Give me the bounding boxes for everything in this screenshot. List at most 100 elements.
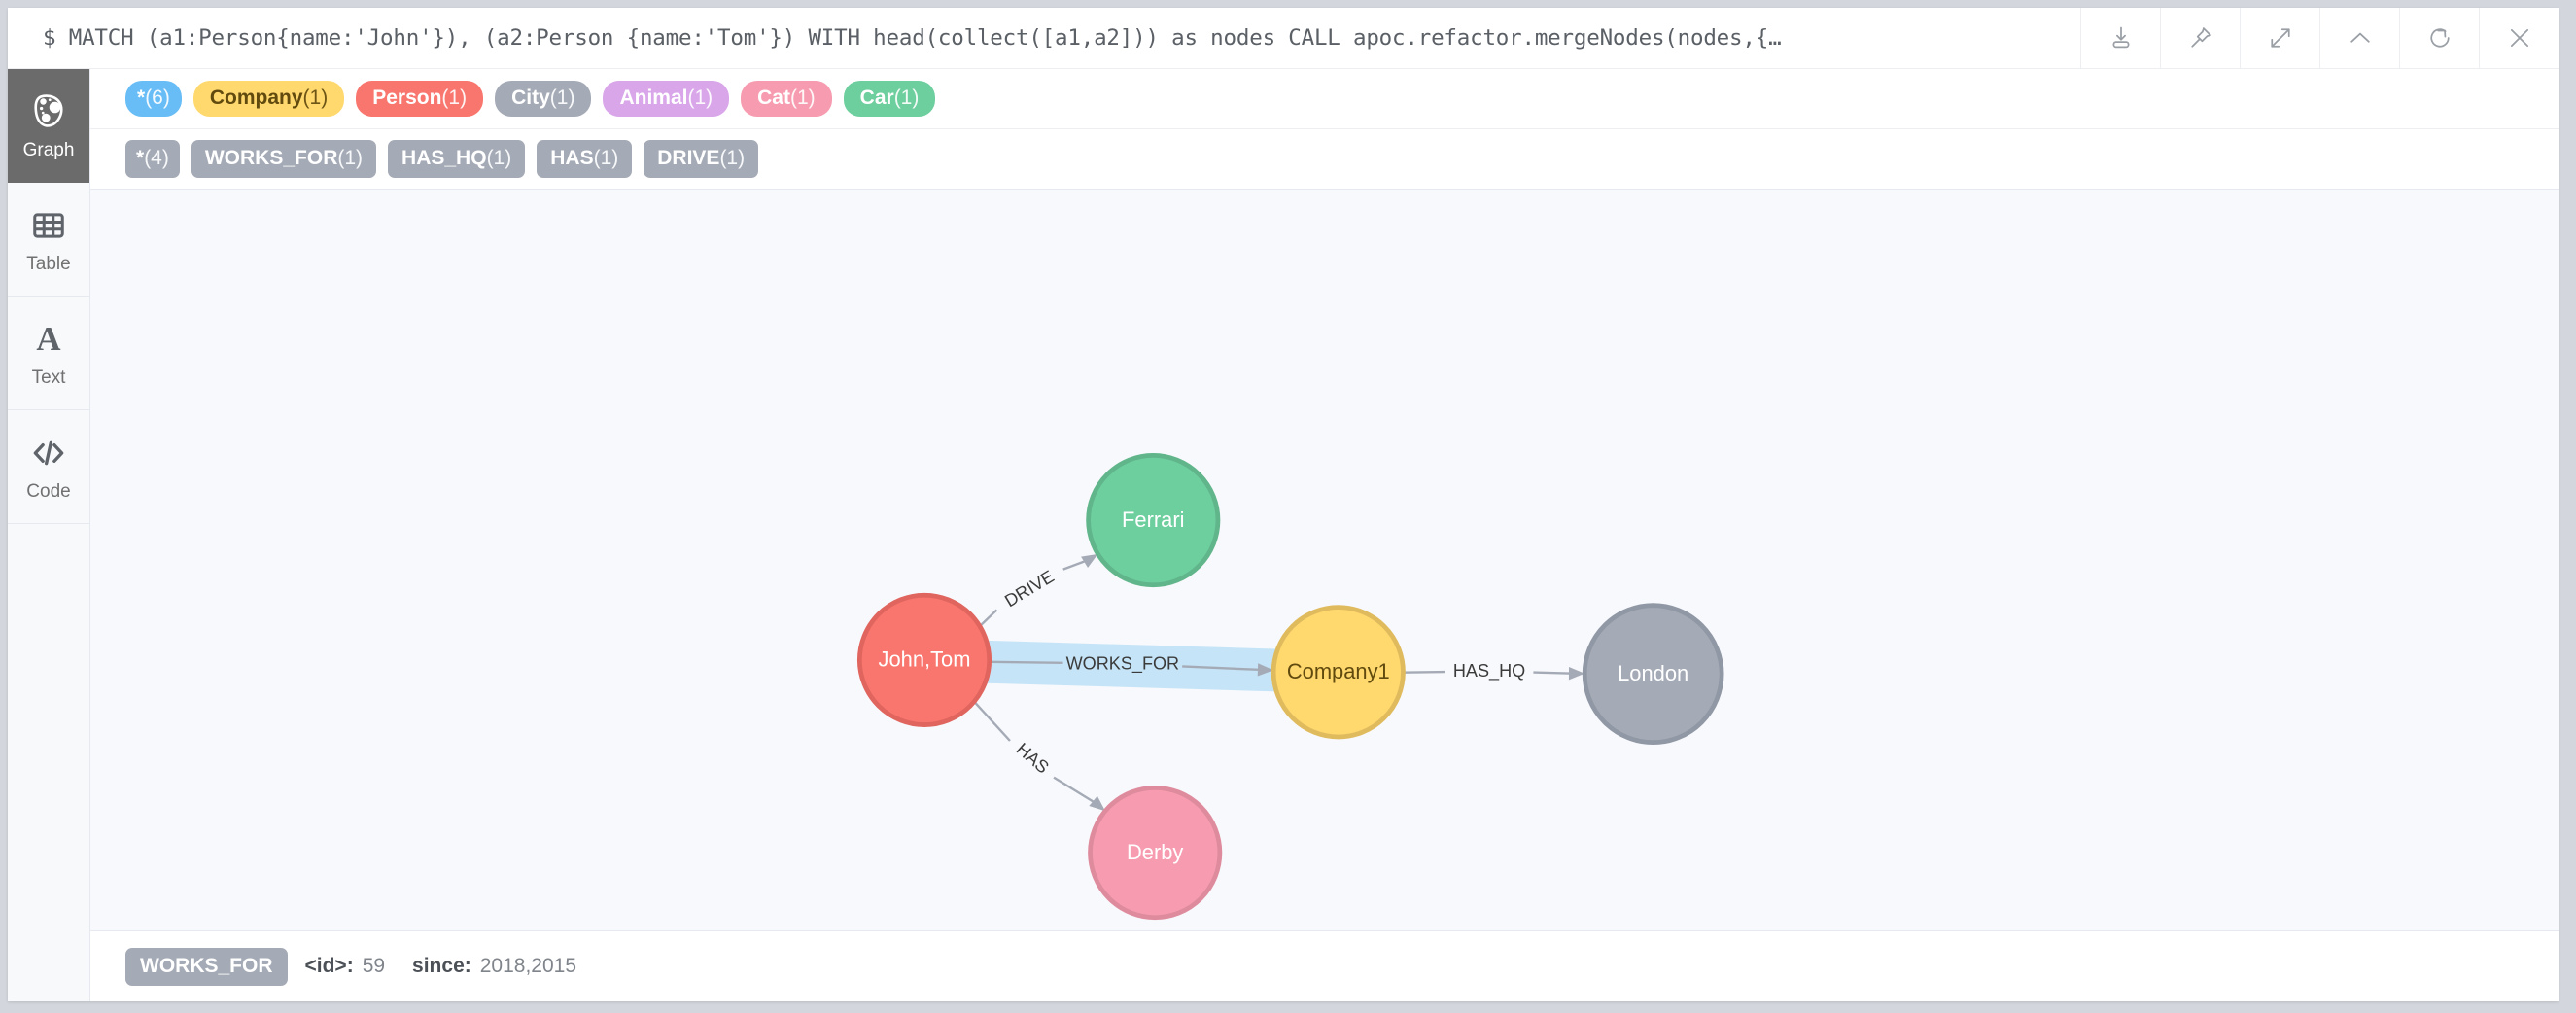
legend-pill-has-hq[interactable]: HAS_HQ(1) (388, 139, 526, 178)
pill-count: (1) (337, 146, 364, 169)
query-string: MATCH (a1:Person{name:'John'}), (a2:Pers… (68, 25, 1782, 51)
inspector-type-pill[interactable]: WORKS_FOR (125, 947, 288, 986)
pill-name: DRIVE (657, 146, 720, 169)
inspector-bar: WORKS_FOR <id>: 59 since: 2018,2015 (90, 930, 2559, 1001)
legend-pill-all-nodes[interactable]: *(6) (125, 80, 182, 117)
pill-count: (1) (549, 86, 575, 109)
inspector-prop-key: since: (412, 955, 471, 977)
pill-name: City (511, 86, 550, 109)
relationship-arrowhead (1568, 666, 1585, 681)
pill-count: (1) (302, 86, 329, 109)
graph-icon (29, 91, 68, 132)
pill-count: (1) (593, 146, 619, 169)
relationship-label[interactable]: WORKS_FOR (1066, 653, 1180, 674)
pill-name: Company (209, 86, 303, 109)
view-sidebar: Graph Table A (8, 69, 90, 1001)
graph-node[interactable]: John,Tom (856, 592, 992, 727)
legend-pill-has[interactable]: HAS(1) (537, 139, 633, 178)
relationship-type-legend: *(4) WORKS_FOR(1) HAS_HQ(1) HAS(1) DRIVE… (90, 128, 2559, 190)
sidebar-item-label: Table (26, 254, 71, 274)
download-icon[interactable] (2080, 8, 2160, 68)
legend-pill-person[interactable]: Person(1) (356, 80, 484, 117)
node-circle[interactable] (1271, 605, 1406, 740)
pill-count: (1) (893, 86, 920, 109)
node-label-legend: *(6) Company(1) Person(1) City(1) Animal… (90, 69, 2559, 129)
legend-pill-city[interactable]: City(1) (495, 80, 592, 117)
sidebar-item-label: Graph (22, 140, 75, 160)
neo4j-result-frame: $ MATCH (a1:Person{name:'John'}), (a2:Pe… (8, 8, 2559, 1001)
legend-pill-cat[interactable]: Cat(1) (741, 80, 832, 117)
node-circle[interactable] (1088, 785, 1223, 921)
sidebar-item-label: Code (26, 481, 71, 502)
code-icon (29, 433, 68, 473)
node-circle[interactable] (1582, 603, 1724, 746)
close-icon[interactable] (2479, 8, 2559, 68)
pill-name: Person (372, 86, 442, 109)
relationship-line[interactable] (1062, 559, 1089, 571)
relationship-arrowhead (1257, 663, 1274, 677)
relationship-arrowhead (1089, 795, 1106, 812)
pill-count: (1) (486, 146, 512, 169)
legend-pill-animal[interactable]: Animal(1) (603, 80, 730, 117)
relationship-label[interactable]: HAS_HQ (1453, 661, 1525, 681)
inspector-prop-value: 2018,2015 (479, 955, 577, 977)
graph-view: *(6) Company(1) Person(1) City(1) Animal… (90, 69, 2559, 1001)
pill-count: (1) (719, 146, 746, 169)
pill-name: Animal (619, 86, 688, 109)
pill-name: HAS_HQ (401, 146, 487, 169)
node-circle[interactable] (1086, 452, 1221, 588)
sidebar-filler (8, 524, 89, 1001)
sidebar-item-table[interactable]: Table (8, 183, 89, 297)
relationship-label[interactable]: HAS (1013, 739, 1053, 777)
graph-node[interactable]: Derby (1088, 785, 1223, 921)
query-bar: $ MATCH (a1:Person{name:'John'}), (a2:Pe… (8, 8, 2559, 69)
pill-count: (1) (789, 86, 816, 109)
query-text[interactable]: $ MATCH (a1:Person{name:'John'}), (a2:Pe… (8, 8, 2080, 68)
pill-name: HAS (550, 146, 594, 169)
pill-name: * (137, 86, 146, 109)
pill-name: Cat (757, 86, 790, 109)
table-icon (30, 205, 67, 246)
inspector-prop-value: 59 (362, 955, 386, 977)
relationship-line[interactable] (973, 700, 1011, 742)
relationship-line[interactable] (1533, 671, 1573, 675)
sidebar-item-label: Text (31, 367, 66, 388)
legend-pill-drive[interactable]: DRIVE(1) (644, 139, 759, 178)
text-icon: A (30, 319, 67, 360)
pill-count: (1) (687, 86, 714, 109)
relationship-line[interactable] (1403, 670, 1445, 674)
legend-pill-company[interactable]: Company(1) (192, 80, 345, 117)
graph-node[interactable]: Ferrari (1086, 452, 1221, 588)
graph-node[interactable]: London (1582, 603, 1724, 746)
relationship-line[interactable] (979, 609, 998, 627)
node-circle[interactable] (856, 592, 992, 727)
inspector-properties: <id>: 59 since: 2018,2015 (305, 955, 577, 978)
sidebar-item-text[interactable]: A Text (8, 297, 89, 410)
legend-pill-car[interactable]: Car(1) (843, 80, 936, 117)
pill-name: * (136, 146, 145, 169)
relationship-arrowhead (1081, 553, 1098, 568)
pill-count: (6) (145, 86, 170, 109)
pill-count: (1) (441, 86, 468, 109)
refresh-icon[interactable] (2399, 8, 2479, 68)
relationship-label[interactable]: DRIVE (1001, 567, 1058, 611)
relationship-line[interactable] (1053, 776, 1097, 805)
relationship-line[interactable] (1182, 665, 1262, 672)
legend-pill-all-rels[interactable]: *(4) (125, 139, 180, 178)
pin-icon[interactable] (2160, 8, 2240, 68)
sidebar-item-graph[interactable]: Graph (8, 69, 89, 183)
chevron-up-icon[interactable] (2319, 8, 2399, 68)
result-toolbar (2080, 8, 2559, 68)
legend-pill-works-for[interactable]: WORKS_FOR(1) (191, 139, 377, 178)
sidebar-item-code[interactable]: Code (8, 410, 89, 524)
pill-count: (4) (144, 146, 169, 169)
graph-node[interactable]: Company1 (1271, 605, 1406, 740)
result-body: Graph Table A (8, 69, 2559, 1001)
svg-text:A: A (36, 321, 60, 358)
expand-icon[interactable] (2240, 8, 2319, 68)
pill-name: Car (859, 86, 894, 109)
relationship-line[interactable] (989, 660, 1063, 665)
inspector-prop-key: <id>: (304, 955, 354, 977)
